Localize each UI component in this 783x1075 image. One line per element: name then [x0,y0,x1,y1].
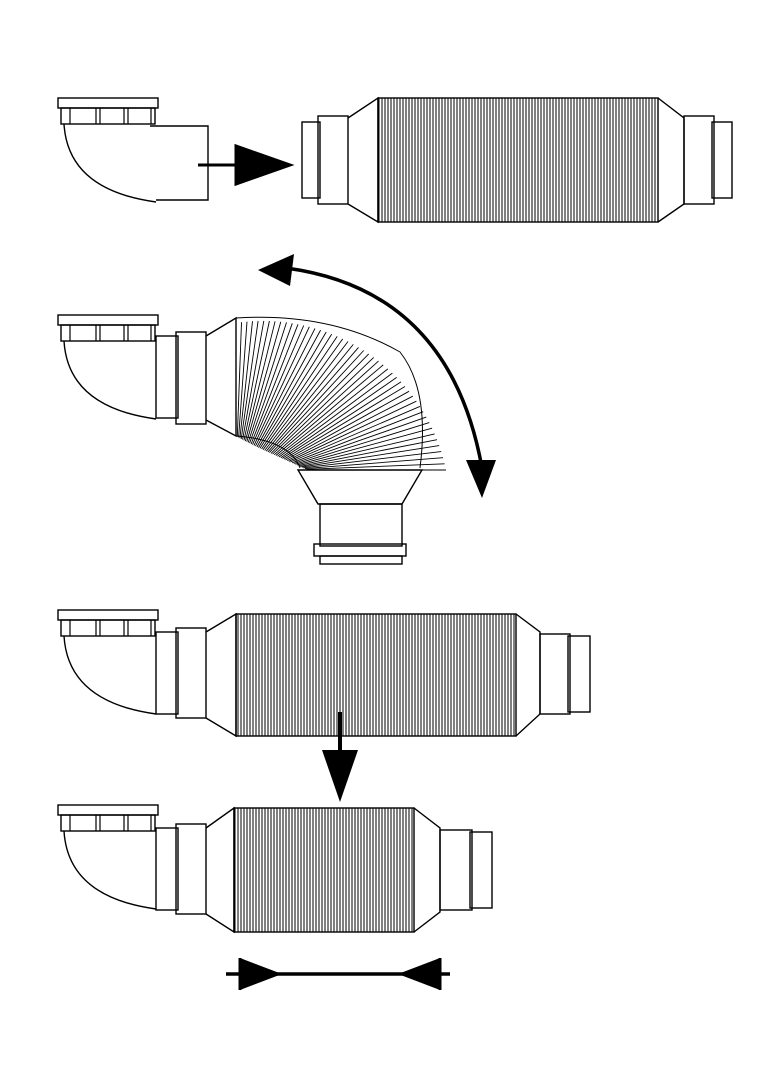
step-2-group [57,254,496,565]
hose-rib [261,336,338,450]
step-3-group [57,609,591,802]
hose-rib [278,372,393,458]
elbow-trap [57,609,159,715]
hose-rib [259,333,333,449]
hose-rib [292,411,424,464]
hose-rib [242,320,265,440]
down-arrow-icon [322,712,358,802]
hose-rib [236,322,242,437]
flexible-hose-compressed [155,806,493,934]
hose-rib [303,451,442,469]
hose-rib [288,400,417,462]
step-4-group [57,804,493,990]
hose-rib [267,347,359,453]
hose-rib [290,405,421,463]
hose-rib [238,321,248,438]
hose-rib [243,320,270,441]
hose-rib [253,326,310,446]
elbow-trap [57,804,159,910]
hose-rib [256,329,321,448]
hose-rib [247,322,287,443]
hose-rib [258,331,327,448]
hose-rib [285,390,410,461]
right-arrow-icon [198,143,295,187]
flexible-hose-bent [155,316,446,565]
hose-rib [272,357,375,455]
step-1-group [57,96,733,224]
hose-rib [283,386,406,460]
hose-rib [269,350,365,453]
hose-rib [275,364,384,456]
hose-rib [300,439,438,467]
hose-rib [301,445,440,468]
hose-rib [273,360,379,456]
flexible-hose-extended [301,96,733,224]
hose-rib [264,341,349,451]
hose-rib [252,325,305,445]
elbow-trap [57,314,159,420]
flexible-hose-installed [155,612,591,738]
hose-rib [240,320,259,439]
hose-rib [239,321,253,439]
hose-rib [244,321,276,442]
hose-rib [298,433,435,467]
hose-rib [282,381,402,459]
hose-rib [270,353,370,454]
hose-rib [295,422,430,465]
hose-rib [293,416,427,464]
compress-arrows-icon [226,958,450,990]
hose-rib [277,368,389,457]
hose-rib [255,328,316,447]
curved-double-arrow-icon [285,266,484,469]
hose-rib [306,463,445,470]
hose-rib [265,344,354,452]
hose-rib [246,321,282,442]
hose-rib [262,338,344,450]
hose-rib [304,457,444,470]
hose-rib [287,395,414,462]
hose-rib [296,427,433,466]
hose-rib [250,324,299,445]
hose-rib [249,323,293,444]
elbow-trap [57,97,209,203]
hose-rib [280,377,397,459]
